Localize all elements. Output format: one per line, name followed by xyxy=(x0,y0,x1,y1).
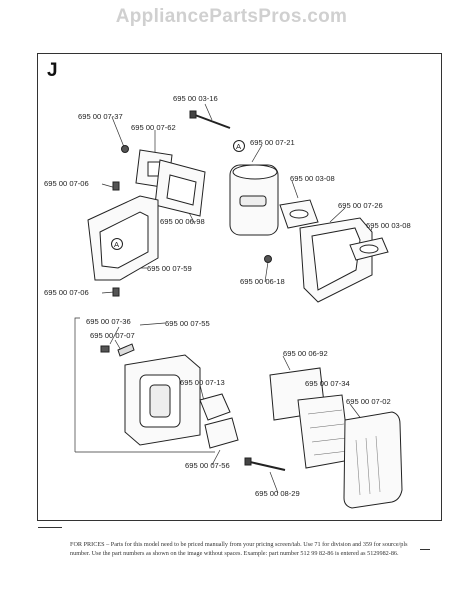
part-label: 695 00 07-55 xyxy=(165,319,210,328)
part-label: 695 00 03-08 xyxy=(366,221,411,230)
diagram-frame xyxy=(37,53,442,521)
lower-assembly xyxy=(100,343,403,509)
part-labels: 695 00 03-16 695 00 07-37 695 00 07-62 6… xyxy=(44,94,411,498)
upper-assembly xyxy=(87,110,389,303)
part-label: 695 00 07-36 xyxy=(86,317,131,326)
part-label: 695 00 07-26 xyxy=(338,201,383,210)
section-letter: J xyxy=(47,60,58,81)
part-label: 695 00 07-06 xyxy=(44,179,89,188)
part-label: 695 00 07-62 xyxy=(131,123,176,132)
part-label: 695 00 06-98 xyxy=(160,217,205,226)
part-label: 695 00 07-59 xyxy=(147,264,192,273)
part-label: 695 00 03-08 xyxy=(290,174,335,183)
part-label: 695 00 07-21 xyxy=(250,138,295,147)
pricing-note: FOR PRICES – Parts for this model need t… xyxy=(70,541,408,557)
marker-a-lower: A xyxy=(114,240,120,249)
part-label: 695 00 08-29 xyxy=(255,489,300,498)
watermark-text: AppliancePartsPros.com xyxy=(115,6,348,27)
part-label: 695 00 07-07 xyxy=(90,331,135,340)
part-label: 695 00 07-06 xyxy=(44,288,89,297)
note-tick-mark xyxy=(420,549,430,550)
part-label: 695 00 07-56 xyxy=(185,461,230,470)
part-label: 695 00 07-34 xyxy=(305,379,350,388)
part-label: 695 00 06-18 xyxy=(240,277,285,286)
part-label: 695 00 07-02 xyxy=(346,397,391,406)
part-label: 695 00 06-92 xyxy=(283,349,328,358)
part-label: 695 00 07-13 xyxy=(180,378,225,387)
part-label: 695 00 03-16 xyxy=(173,94,218,103)
frame-tick-mark xyxy=(38,527,62,528)
marker-a-upper: A xyxy=(236,142,242,151)
part-label: 695 00 07-37 xyxy=(78,112,123,121)
